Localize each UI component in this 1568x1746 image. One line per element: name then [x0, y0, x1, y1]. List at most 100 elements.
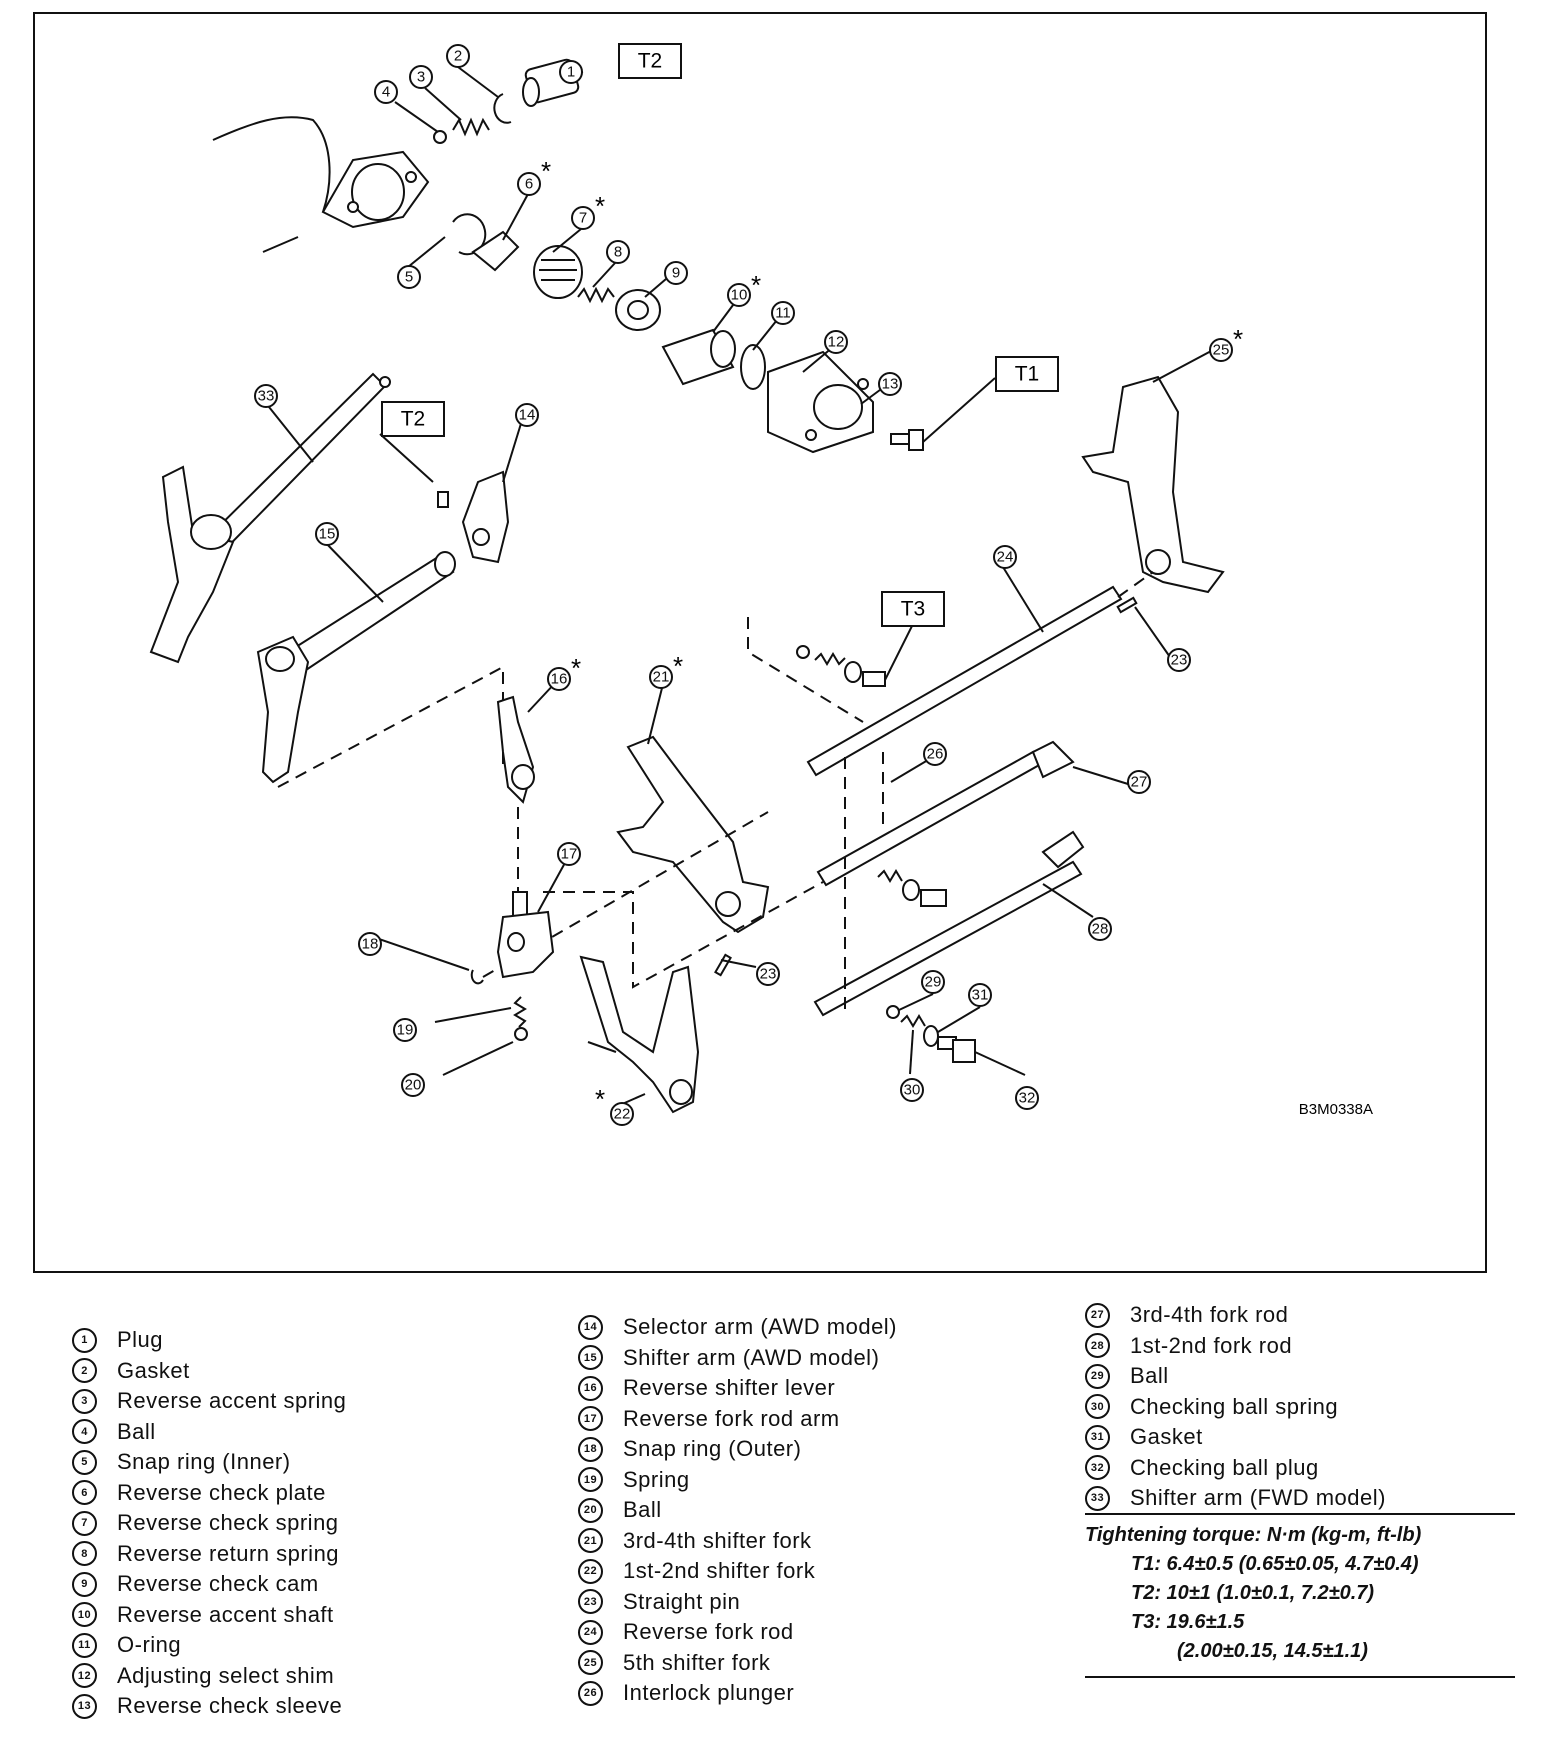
legend-number: 1 — [72, 1327, 97, 1353]
snap-ring-outer-part — [470, 969, 484, 985]
callout-12: 12 — [824, 330, 848, 354]
svg-text:T2: T2 — [638, 50, 663, 73]
callout-6: 6 — [517, 172, 541, 196]
legend-label: Reverse fork rod arm — [623, 1405, 840, 1431]
exploded-diagram: T2 T1 T2 T3 1 2 3 4 5 6 * 7 * 8 9 10 * 1… — [33, 12, 1487, 1273]
legend-number: 24 — [578, 1619, 603, 1645]
legend-number: 21 — [578, 1528, 603, 1554]
legend-label: Shifter arm (FWD model) — [1130, 1485, 1386, 1511]
legend-number: 31 — [1085, 1424, 1110, 1450]
legend-label: Reverse accent shaft — [117, 1601, 334, 1627]
callout-16: 16 — [547, 667, 571, 691]
callout-19: 19 — [393, 1018, 417, 1042]
svg-text:15: 15 — [319, 526, 336, 543]
legend-label: 3rd-4th shifter fork — [623, 1527, 812, 1553]
transmission-case-boss — [212, 116, 430, 253]
legend-label: Gasket — [117, 1357, 190, 1383]
svg-text:26: 26 — [927, 746, 944, 763]
svg-text:14: 14 — [519, 407, 536, 424]
svg-text:22: 22 — [614, 1106, 631, 1123]
star-21: * — [673, 651, 683, 681]
o-ring-part — [740, 344, 766, 390]
t1-tag: T1 — [995, 356, 1059, 392]
dash-pin-23 — [1117, 571, 1154, 598]
legend-item: 8 Reverse return spring — [72, 1539, 346, 1570]
legend-number: 25 — [578, 1650, 603, 1676]
callout-28: 28 — [1088, 917, 1112, 941]
callout-4: 4 — [374, 80, 398, 104]
legend-number: 23 — [578, 1589, 603, 1615]
t2-tag-top: T2 — [618, 43, 682, 79]
svg-text:29: 29 — [925, 974, 942, 991]
legend-number: 33 — [1085, 1485, 1110, 1511]
fork-1-2-part — [579, 955, 700, 1114]
legend-label: Reverse fork rod — [623, 1619, 794, 1645]
check-sleeve-part — [767, 350, 874, 454]
callout-7: 7 — [571, 206, 595, 230]
svg-text:6: 6 — [525, 176, 533, 193]
legend-label: 3rd-4th fork rod — [1130, 1302, 1289, 1328]
legend-number: 22 — [578, 1558, 603, 1584]
legend-label: Reverse check plate — [117, 1479, 326, 1505]
svg-text:11: 11 — [775, 305, 791, 322]
dash-guide-15 — [277, 665, 504, 788]
svg-text:5: 5 — [405, 269, 413, 286]
callout-18: 18 — [358, 932, 382, 956]
shifter-arm-fwd-part — [149, 372, 391, 664]
diagram-svg: T2 T1 T2 T3 1 2 3 4 5 6 * 7 * 8 9 10 * 1… — [33, 12, 1487, 1273]
legend-number: 8 — [72, 1541, 97, 1567]
svg-text:T1: T1 — [1015, 363, 1040, 386]
fork-rod-3-4-part — [816, 740, 1075, 887]
gasket-part — [493, 93, 512, 124]
star-10: * — [751, 270, 761, 300]
legend-label: Ball — [117, 1418, 156, 1444]
legend-label: Snap ring (Inner) — [117, 1449, 291, 1475]
legend-number: 12 — [72, 1663, 97, 1689]
legend-label: Reverse return spring — [117, 1540, 340, 1566]
legend-label: Ball — [623, 1497, 662, 1523]
check-cam-part — [615, 289, 661, 331]
pin-22 — [587, 1041, 617, 1053]
callout-10: 10 — [727, 283, 751, 307]
legend-label: Ball — [1130, 1363, 1169, 1389]
torque-t3-line1: T3: 19.6±1.5 — [1131, 1611, 1245, 1633]
callout-21: 21 — [649, 665, 673, 689]
legend-number: 32 — [1085, 1455, 1110, 1481]
star-6: * — [541, 156, 551, 186]
svg-text:27: 27 — [1131, 774, 1148, 791]
legend-item: 33 Shifter arm (FWD model) — [1085, 1483, 1386, 1514]
callout-27: 27 — [1127, 770, 1151, 794]
legend-label: Checking ball spring — [1130, 1393, 1339, 1419]
callout-3: 3 — [409, 65, 433, 89]
svg-text:9: 9 — [672, 265, 680, 282]
callout-29: 29 — [921, 970, 945, 994]
legend-number: 18 — [578, 1436, 603, 1462]
check-spring-part — [533, 245, 583, 299]
legend-number: 15 — [578, 1345, 603, 1371]
callout-23b: 23 — [1167, 648, 1191, 672]
torque-t1: T1: 6.4±0.5 (0.65±0.05, 4.7±0.4) — [1131, 1553, 1419, 1575]
legend-number: 27 — [1085, 1302, 1110, 1328]
callout-5: 5 — [397, 265, 421, 289]
star-25: * — [1233, 324, 1243, 354]
callout-24: 24 — [993, 545, 1017, 569]
callout-15: 15 — [315, 522, 339, 546]
legend-number: 16 — [578, 1375, 603, 1401]
legend-number: 28 — [1085, 1333, 1110, 1359]
svg-text:30: 30 — [904, 1082, 921, 1099]
